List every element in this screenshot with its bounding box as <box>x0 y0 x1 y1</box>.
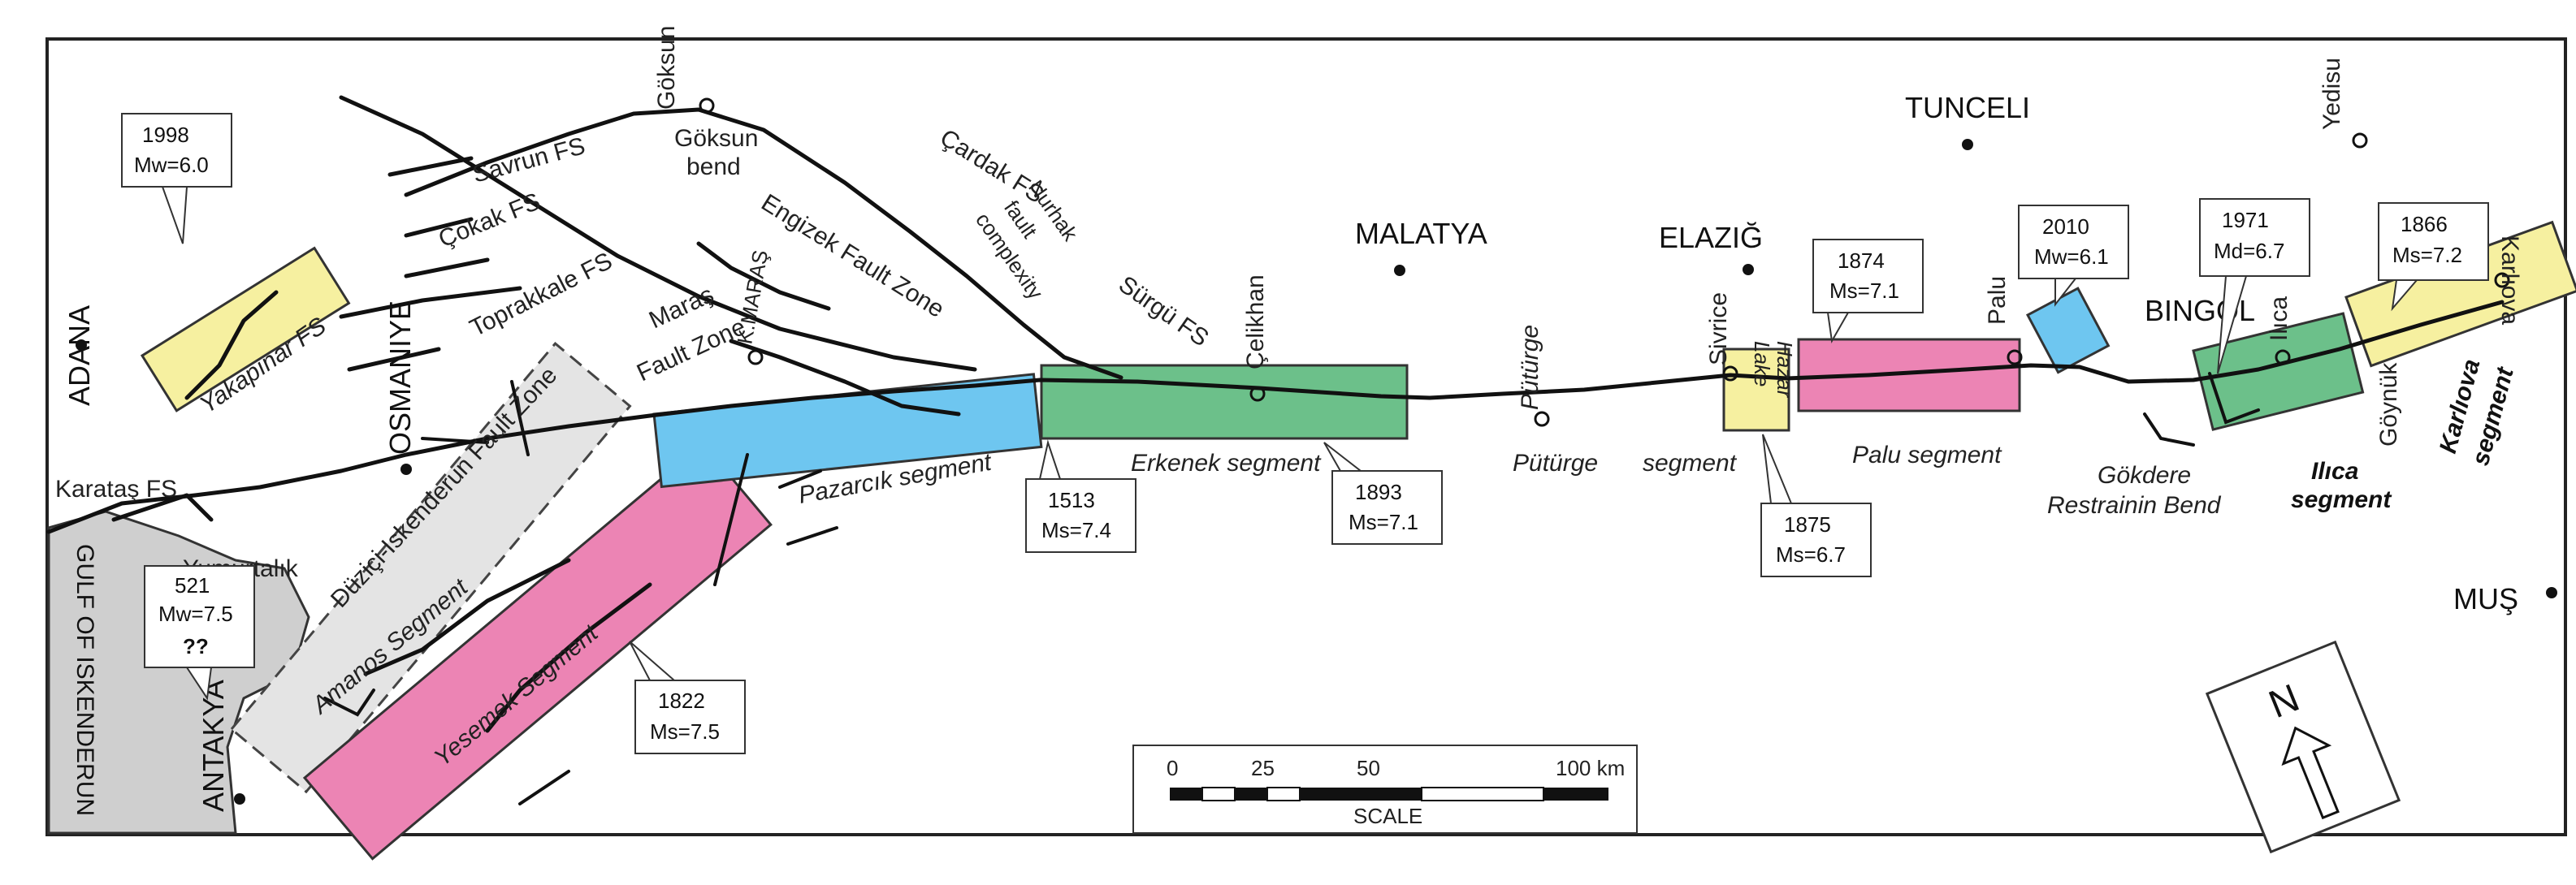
svg-text:1874: 1874 <box>1838 248 1885 273</box>
place-puturge: Pütürge <box>1517 325 1543 410</box>
place-goynuk: Göynük <box>2375 362 2402 447</box>
city-markers <box>76 97 2557 805</box>
city-mus: MUŞ <box>2453 582 2518 615</box>
svg-text:Mw=6.1: Mw=6.1 <box>2034 244 2109 269</box>
fault-karatas: Karataş FS <box>55 476 177 503</box>
event-callout-2010: 2010 Mw=6.1 <box>2018 205 2129 307</box>
scale-tick-25: 25 <box>1251 756 1275 780</box>
place-goksun: Göksun <box>653 26 680 110</box>
svg-text:2010: 2010 <box>2042 214 2089 239</box>
event-callout-1866: 1866 Ms=7.2 <box>2378 202 2489 312</box>
place-sivrice: Sivrice <box>1705 292 1732 365</box>
svg-text:Ms=7.1: Ms=7.1 <box>1829 278 1899 303</box>
place-palu: Palu <box>1984 276 2011 325</box>
fault-gokdere-1: Gökdere <box>2098 462 2191 489</box>
segment-puturge-2: segment <box>1643 450 1738 477</box>
event-callout-1513: 1513 Ms=7.4 <box>1025 439 1136 553</box>
scale-tick-100: 100 km <box>1556 756 1625 780</box>
svg-text:Ms=7.2: Ms=7.2 <box>2392 243 2462 267</box>
scale-label: SCALE <box>1353 804 1422 828</box>
place-goksun-bend-1: Göksun <box>674 125 758 152</box>
svg-text:Ms=7.4: Ms=7.4 <box>1041 518 1111 542</box>
svg-text:1513: 1513 <box>1048 488 1095 512</box>
segment-palu: Palu segment <box>1852 442 2002 468</box>
place-lake-2: Hazar <box>1773 341 1797 399</box>
segment-puturge: Pütürge <box>1513 450 1598 477</box>
svg-text:Ms=6.7: Ms=6.7 <box>1776 542 1846 567</box>
svg-text:1822: 1822 <box>658 689 705 713</box>
event-callout-1998: 1998 Mw=6.0 <box>121 113 232 244</box>
gulf-label: GULF OF ISKENDERUN <box>71 544 98 816</box>
svg-text:Ms=7.1: Ms=7.1 <box>1349 510 1418 534</box>
fault-traces <box>46 95 2505 805</box>
svg-text:1971: 1971 <box>2222 208 2269 232</box>
erkenek-segment-box <box>1040 364 1409 440</box>
north-arrow: N <box>2205 640 2401 854</box>
scale-bar: 0 25 50 100 km SCALE <box>1132 745 1638 834</box>
place-karliova: Karlıova <box>2496 235 2523 325</box>
ilica-segment-box <box>2192 312 2365 431</box>
yakapinar-box <box>140 246 351 412</box>
svg-text:1866: 1866 <box>2401 212 2448 236</box>
event-callout-1874: 1874 Ms=7.1 <box>1812 239 1924 344</box>
place-lake-1: Lake <box>1750 341 1774 386</box>
lake-hazar-box <box>1722 348 1790 432</box>
segment-ilica-2: segment <box>2291 486 2392 513</box>
scale-tick-50: 50 <box>1357 756 1380 780</box>
city-elazig: ELAZIĞ <box>1659 221 1763 254</box>
event-callout-1893: 1893 Ms=7.1 <box>1323 442 1443 545</box>
fault-gokdere-2: Restrainin Bend <box>2047 492 2222 519</box>
city-malatya: MALATYA <box>1355 217 1487 250</box>
svg-text:521: 521 <box>175 573 210 598</box>
amanos-segment-box <box>229 341 632 794</box>
city-tunceli: TUNCELI <box>1905 91 2030 124</box>
svg-text:Mw=7.5: Mw=7.5 <box>158 602 233 626</box>
city-osmaniye: OSMANIYE <box>383 300 417 455</box>
place-ilica: Ilıca <box>2266 296 2292 341</box>
svg-text:1998: 1998 <box>142 123 189 147</box>
event-callout-1971: 1971 Md=6.7 <box>2199 198 2310 374</box>
place-yedisu: Yedisu <box>2318 58 2345 130</box>
city-adana: ADANA <box>63 305 96 406</box>
yesemek-segment-box <box>302 442 773 861</box>
city-antakya: ANTAKYA <box>197 680 230 812</box>
svg-text:Ms=7.5: Ms=7.5 <box>650 719 720 744</box>
palu-2010-box <box>2025 287 2111 374</box>
svg-text:??: ?? <box>183 634 209 658</box>
event-callout-1822: 1822 Ms=7.5 <box>629 641 746 754</box>
event-callout-521: 521 Mw=7.5 ?? <box>144 565 255 701</box>
svg-text:Mw=6.0: Mw=6.0 <box>134 153 209 177</box>
svg-text:1875: 1875 <box>1784 512 1831 537</box>
place-celikhan: Çelikhan <box>1242 274 1269 369</box>
event-callout-1875: 1875 Ms=6.7 <box>1760 434 1872 577</box>
segment-ilica-1: Ilıca <box>2311 458 2358 485</box>
segment-erkenek: Erkenek segment <box>1131 450 1322 477</box>
scale-tick-0: 0 <box>1167 756 1178 780</box>
svg-text:Md=6.7: Md=6.7 <box>2214 239 2284 263</box>
place-goksun-bend-2: bend <box>686 153 741 180</box>
svg-text:1893: 1893 <box>1355 480 1402 504</box>
